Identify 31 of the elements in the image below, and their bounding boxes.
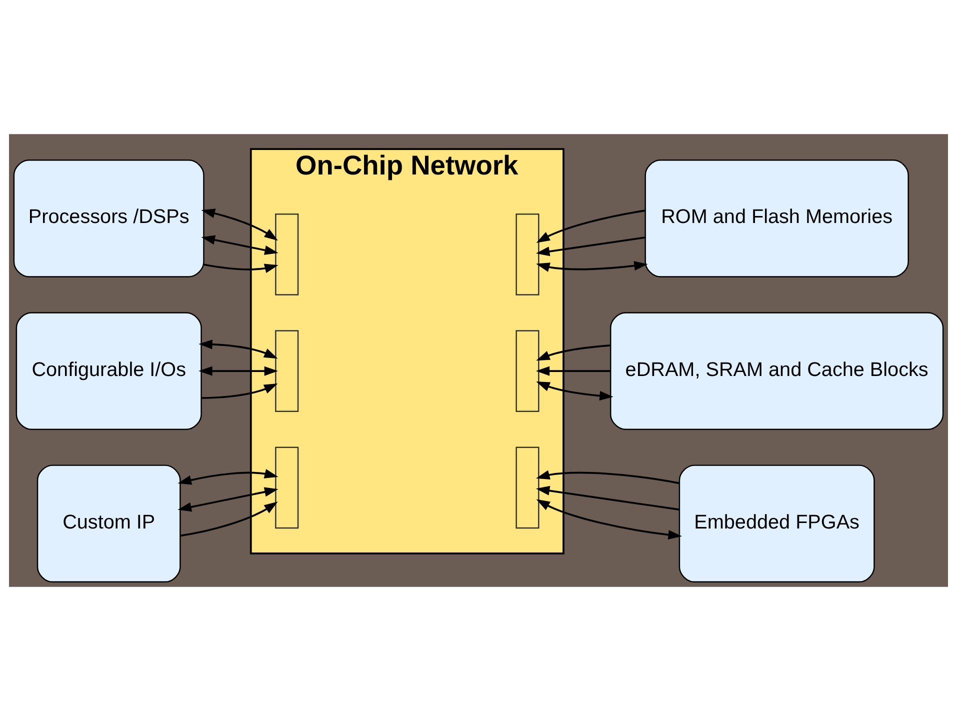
arrow	[535, 485, 679, 510]
arrow	[200, 234, 278, 254]
arrow	[536, 380, 613, 400]
arrow	[536, 344, 610, 360]
node-box	[515, 446, 539, 528]
arrow	[180, 501, 278, 536]
node-box: Configurable I/Os	[15, 312, 202, 430]
arrow	[535, 366, 610, 376]
arrow	[536, 209, 645, 242]
node-box: Embedded FPGAs	[678, 464, 874, 582]
arrow	[198, 339, 278, 358]
arrow	[536, 470, 679, 484]
arrow	[200, 208, 278, 240]
node-box	[274, 330, 298, 412]
node-box: eDRAM, SRAM and Cache Blocks	[609, 312, 944, 430]
node-box: ROM and Flash Memories	[644, 159, 908, 277]
node-box	[515, 330, 539, 412]
cluster: On-Chip Network	[249, 148, 564, 554]
node-box	[515, 213, 539, 295]
arrow	[536, 498, 682, 540]
node-box: Custom IP	[36, 464, 180, 582]
node-box	[274, 446, 298, 528]
arrow	[177, 468, 278, 484]
arrow	[200, 383, 278, 398]
arrow	[203, 263, 278, 273]
arrow	[177, 486, 278, 512]
arrow	[535, 236, 645, 256]
arrow	[536, 260, 648, 272]
node-box: Processors /DSPs	[12, 159, 204, 277]
node-box	[274, 213, 298, 295]
arrow	[198, 366, 278, 376]
